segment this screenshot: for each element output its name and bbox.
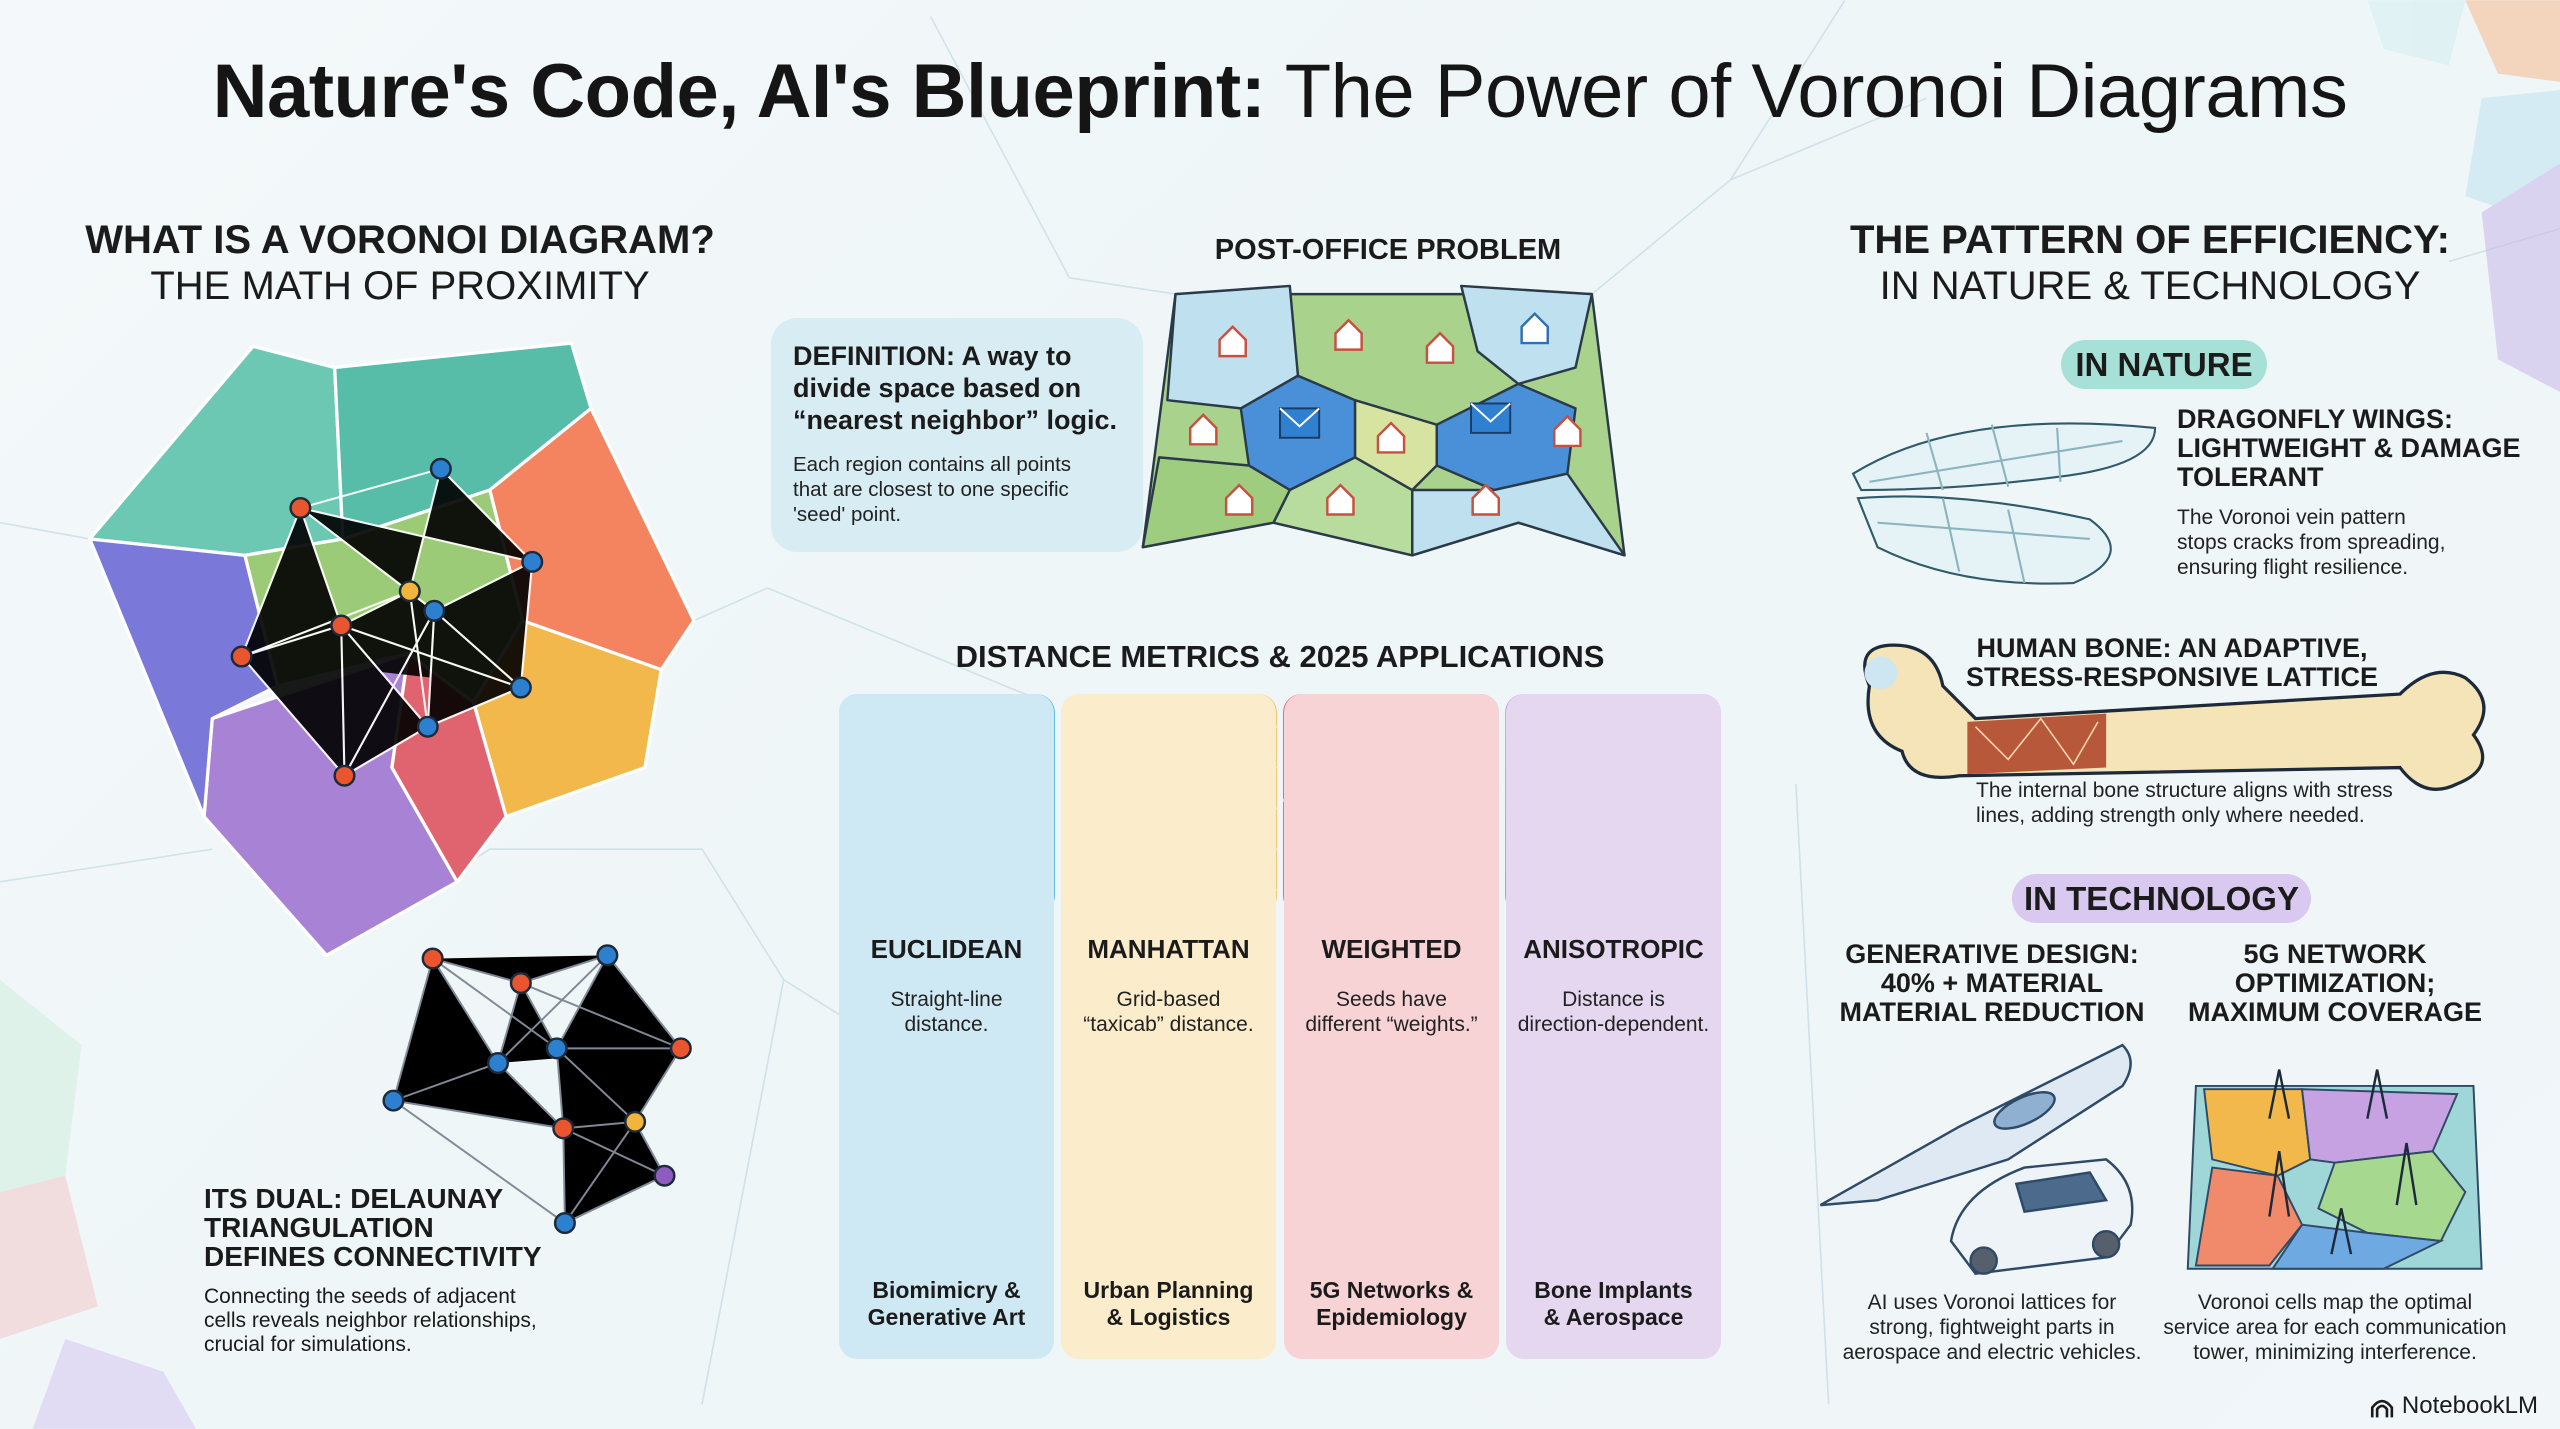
dragonfly-wings-illustration <box>1851 422 2157 585</box>
metric-card-anisotropic: ANISOTROPIC Distance is direction-depend… <box>1506 694 1721 1359</box>
generative-design-title: GENERATIVE DESIGN: 40% + MATERIAL MATERI… <box>1839 939 2145 1027</box>
envelope-icons <box>1279 402 1512 439</box>
delaunay-section: ITS DUAL: DELAUNAY TRIANGULATION DEFINES… <box>204 1184 542 1357</box>
card-description: Grid-based “taxicab” distance. <box>1083 988 1254 1036</box>
card-image <box>1284 694 1499 914</box>
card-image <box>839 694 1054 914</box>
left-subheading: THE MATH OF PROXIMITY <box>150 264 650 308</box>
left-heading: WHAT IS A VORONOI DIAGRAM? <box>85 218 715 262</box>
5g-coverage-map <box>2186 1084 2483 1270</box>
definition-box: DEFINITION: A way to divide space based … <box>771 318 1143 552</box>
in-technology-pill: IN TECHNOLOGY <box>2012 874 2311 923</box>
card-application: Biomimicry & Generative Art <box>867 1277 1026 1330</box>
card-application: Urban Planning & Logistics <box>1083 1277 1254 1330</box>
card-name: WEIGHTED <box>1321 934 1462 964</box>
card-application: Bone Implants & Aerospace <box>1534 1277 1693 1330</box>
generative-design-body: AI uses Voronoi lattices for strong, fig… <box>1842 1291 2142 1364</box>
card-name: MANHATTAN <box>1087 934 1250 964</box>
card-name: ANISOTROPIC <box>1523 934 1704 964</box>
delaunay-nodes <box>382 944 692 1235</box>
bone-body: The internal bone structure aligns with … <box>1976 779 2393 827</box>
card-image <box>1506 694 1721 914</box>
bone-illustration <box>1863 643 2486 791</box>
card-description: Distance is direction-dependent. <box>1517 988 1710 1036</box>
title-bold: Nature's Code, AI's Blueprint: <box>212 49 1266 134</box>
5g-network-body: Voronoi cells map the optimal service ar… <box>2163 1291 2507 1364</box>
5g-towers <box>2268 1069 2418 1255</box>
card-image <box>1061 694 1276 914</box>
car-illustration <box>1949 1158 2134 1275</box>
brand-text: NotebookLM <box>2401 1392 2538 1419</box>
delaunay-body: Connecting the seeds of adjacent cells r… <box>204 1285 537 1356</box>
definition-title: DEFINITION: A way to divide space based … <box>793 341 1118 435</box>
card-name: EUCLIDEAN <box>870 934 1023 964</box>
metric-card-euclidean: EUCLIDEAN Straight-line distance. Biomim… <box>839 694 1054 1359</box>
dragonfly-title: DRAGONFLY WINGS: LIGHTWEIGHT & DAMAGE TO… <box>2177 404 2521 492</box>
card-description: Seeds have different “weights.” <box>1305 988 1478 1036</box>
brand-label: NotebookLM <box>2402 1392 2538 1420</box>
rocket-illustration <box>1819 1043 2132 1207</box>
page-title: Nature's Code, AI's Blueprint: The Power… <box>0 48 2560 135</box>
metric-card-manhattan: MANHATTAN Grid-based “taxicab” distance.… <box>1061 694 1276 1359</box>
bone-title: HUMAN BONE: AN ADAPTIVE, STRESS-RESPONSI… <box>1965 633 2379 692</box>
metrics-title: DISTANCE METRICS & 2025 APPLICATIONS <box>955 639 1605 674</box>
post-office-title: POST-OFFICE PROBLEM <box>1214 234 1562 266</box>
right-subheading: IN NATURE & TECHNOLOGY <box>1879 264 2421 308</box>
voronoi-seeds <box>230 457 544 787</box>
delaunay-title: ITS DUAL: DELAUNAY TRIANGULATION DEFINES… <box>204 1183 542 1272</box>
title-rest: The Power of Voronoi Diagrams <box>1265 49 2348 134</box>
notebooklm-logo-icon <box>2370 1399 2394 1418</box>
post-office-map <box>1141 284 1626 557</box>
definition-body: Each region contains all points that are… <box>793 453 1072 526</box>
right-heading: THE PATTERN OF EFFICIENCY: <box>1850 218 2450 262</box>
in-nature-pill: IN NATURE <box>2061 340 2267 389</box>
5g-network-title: 5G NETWORK OPTIMIZATION; MAXIMUM COVERAG… <box>2187 939 2482 1027</box>
dragonfly-body: The Voronoi vein pattern stops cracks fr… <box>2177 506 2446 579</box>
card-description: Straight-line distance. <box>890 988 1003 1036</box>
house-icons <box>1188 311 1582 516</box>
metric-card-weighted: WEIGHTED Seeds have different “weights.”… <box>1284 694 1499 1359</box>
card-application: 5G Networks & Epidemiology <box>1309 1277 1474 1330</box>
